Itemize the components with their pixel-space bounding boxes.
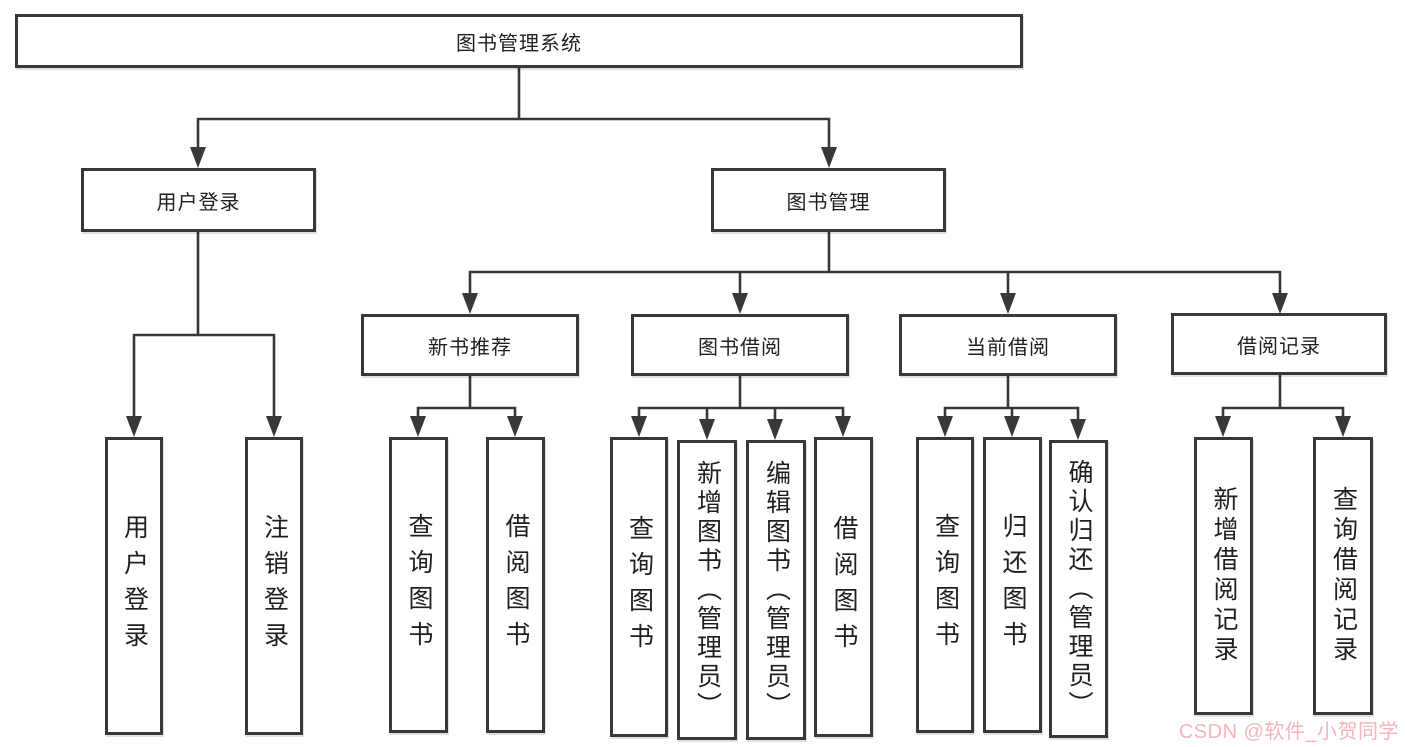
node-borrow-record: 借阅记录	[1171, 313, 1387, 375]
node-new-book-recommend: 新书推荐	[361, 314, 579, 376]
leaf-label: 新增图书（管理员）	[693, 459, 722, 721]
csdn-watermark: CSDN @软件_小贺同学	[1178, 721, 1399, 743]
node-book-management: 图书管理	[711, 168, 946, 232]
leaf-record-query-borrow-record: 查询借阅记录	[1313, 437, 1373, 715]
leaf-label: 借阅图书	[830, 515, 858, 659]
leaf-label: 查询图书	[625, 515, 654, 659]
leaf-borrow-query-books: 查询图书	[610, 437, 668, 737]
connector-lines	[132, 66, 1345, 425]
leaf-logout: 注销登录	[245, 437, 303, 735]
node-current-borrow: 当前借阅	[899, 314, 1117, 376]
leaf-label: 借阅图书	[502, 513, 530, 657]
leaf-label: 用户登录	[120, 514, 149, 658]
leaf-label: 查询图书	[931, 513, 960, 657]
leaf-current-confirm-return-admin: 确认归还（管理员）	[1049, 440, 1108, 738]
connector-arrowheads	[126, 147, 1351, 440]
leaf-label: 新增借阅记录	[1210, 486, 1238, 666]
leaf-record-add-borrow-record: 新增借阅记录	[1194, 437, 1253, 715]
leaf-newbook-query-books: 查询图书	[389, 437, 448, 733]
leaf-borrow-borrow-books: 借阅图书	[814, 437, 873, 737]
leaf-label: 注销登录	[260, 514, 289, 658]
node-book-borrow: 图书借阅	[631, 314, 849, 376]
leaf-user-login: 用户登录	[105, 437, 163, 735]
node-user-login: 用户登录	[81, 168, 316, 232]
leaf-borrow-add-books-admin: 新增图书（管理员）	[677, 440, 737, 740]
leaf-current-query-books: 查询图书	[916, 437, 974, 733]
node-root-library-system: 图书管理系统	[15, 14, 1023, 68]
leaf-current-return-books: 归还图书	[983, 437, 1042, 733]
leaf-label: 查询图书	[405, 513, 433, 657]
leaf-borrow-edit-books-admin: 编辑图书（管理员）	[746, 440, 806, 740]
leaf-label: 归还图书	[999, 513, 1027, 657]
leaf-label: 编辑图书（管理员）	[762, 459, 791, 721]
leaf-newbook-borrow-books: 借阅图书	[486, 437, 545, 733]
leaf-label: 查询借阅记录	[1329, 486, 1358, 666]
leaf-label: 确认归还（管理员）	[1065, 458, 1093, 720]
